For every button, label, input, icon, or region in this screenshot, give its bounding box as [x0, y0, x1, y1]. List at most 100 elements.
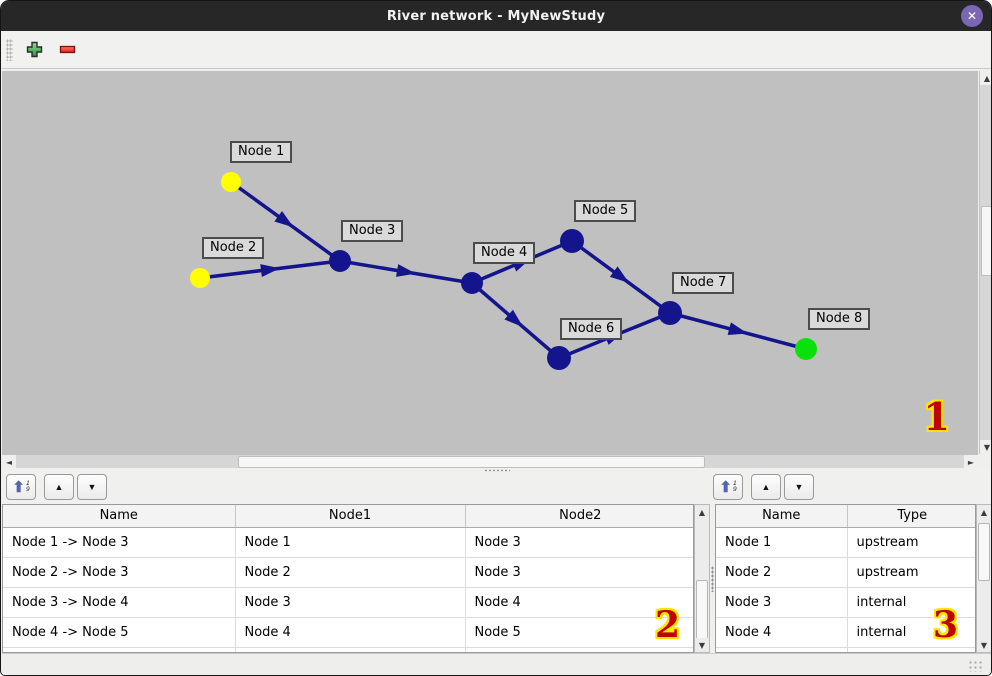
graph-node[interactable]: [221, 172, 241, 192]
node-label[interactable]: Node 6: [560, 318, 623, 340]
table-row[interactable]: Node 3 internal: [716, 587, 975, 618]
links-table-scrollbar[interactable]: ▲ ▼: [694, 504, 710, 653]
canvas-vscroll-thumb[interactable]: [981, 206, 991, 276]
links-scroll-thumb[interactable]: [696, 580, 708, 646]
cell[interactable]: internal: [847, 617, 975, 648]
table-row[interactable]: Node 1 -> Node 3 Node 1 Node 3: [3, 527, 693, 558]
nodes-move-down-button[interactable]: ▼: [784, 474, 814, 500]
table-row[interactable]: Node 3 -> Node 4 Node 3 Node 4: [3, 587, 693, 618]
canvas-vscrollbar[interactable]: ▲ ▼: [979, 71, 991, 454]
table-row[interactable]: Node 2 upstream: [716, 557, 975, 588]
scroll-down-icon[interactable]: ▼: [977, 638, 991, 652]
cell[interactable]: Node 1 -> Node 3: [3, 527, 236, 558]
close-icon: ✕: [966, 9, 978, 23]
horizontal-splitter[interactable]: [2, 468, 991, 473]
edge-arrow-icon: [396, 264, 416, 277]
node-label[interactable]: Node 7: [672, 272, 735, 294]
add-button[interactable]: [21, 37, 47, 63]
scroll-right-icon[interactable]: ►: [964, 455, 978, 469]
cell[interactable]: Node 3 -> Node 4: [3, 587, 236, 618]
table-row[interactable]: Node 4 -> Node 5 Node 4 Node 5: [3, 617, 693, 648]
cell[interactable]: upstream: [847, 527, 975, 558]
edge-arrow-icon: [260, 264, 280, 278]
graph-node[interactable]: [658, 301, 682, 325]
resize-grip-icon[interactable]: [968, 660, 982, 672]
cell[interactable]: Node 2 -> Node 3: [3, 557, 236, 588]
up-triangle-icon: ▲: [761, 482, 771, 492]
graph-node[interactable]: [461, 272, 483, 294]
nodes-move-up-button[interactable]: ▲: [751, 474, 781, 500]
cell[interactable]: Node 2: [235, 557, 466, 588]
graph-node[interactable]: [795, 338, 817, 360]
canvas-hscroll-thumb[interactable]: [238, 456, 705, 468]
links-col-node2[interactable]: Node2: [465, 505, 693, 528]
table-row[interactable]: Node 2 -> Node 3 Node 2 Node 3: [3, 557, 693, 588]
node-label[interactable]: Node 8: [808, 308, 871, 330]
table-row[interactable]: [3, 647, 693, 652]
annotation-1: 1: [923, 394, 950, 439]
canvas-hscrollbar[interactable]: ◄ ►: [2, 454, 978, 469]
scroll-up-icon[interactable]: ▲: [977, 505, 991, 519]
network-canvas[interactable]: Node 1 Node 2 Node 3 Node 4 Node 5 Node 6 Node…: [2, 71, 978, 454]
table-row[interactable]: Node 1 upstream: [716, 527, 975, 558]
edge-arrow-icon: [609, 266, 630, 283]
scroll-up-icon[interactable]: ▲: [695, 505, 709, 519]
links-col-node1[interactable]: Node1: [235, 505, 466, 528]
window-title: River network - MyNewStudy: [386, 8, 606, 24]
scroll-down-icon[interactable]: ▼: [980, 440, 991, 454]
toolbar-drag-handle[interactable]: [6, 38, 13, 61]
node-label[interactable]: Node 4: [473, 242, 536, 264]
remove-button[interactable]: [54, 37, 80, 63]
scroll-up-icon[interactable]: ▲: [980, 71, 991, 85]
minus-icon: [59, 45, 75, 54]
cell[interactable]: Node 2: [716, 557, 848, 588]
table-row[interactable]: Node 4 internal: [716, 617, 975, 648]
cell[interactable]: Node 3: [716, 587, 848, 618]
main-toolbar: [2, 31, 991, 69]
cell[interactable]: internal: [847, 587, 975, 618]
graph-node[interactable]: [190, 268, 210, 288]
node-label[interactable]: Node 5: [574, 200, 637, 222]
cell[interactable]: Node 4 -> Node 5: [3, 617, 236, 648]
edge-arrow-icon: [274, 210, 294, 228]
cell[interactable]: Node 5: [465, 617, 693, 648]
graph-node[interactable]: [560, 229, 584, 253]
table-row[interactable]: [716, 647, 975, 652]
canvas-area: Node 1 Node 2 Node 3 Node 4 Node 5 Node 6 Node…: [2, 70, 991, 469]
titlebar[interactable]: River network - MyNewStudy ✕: [1, 1, 991, 31]
vertical-splitter[interactable]: [710, 504, 715, 653]
links-move-down-button[interactable]: ▼: [77, 474, 107, 500]
scroll-down-icon[interactable]: ▼: [695, 638, 709, 652]
nodes-col-type[interactable]: Type: [847, 505, 975, 528]
cell[interactable]: Node 4: [716, 617, 848, 648]
up-triangle-icon: ▲: [54, 482, 64, 492]
nodes-table-scrollbar[interactable]: ▲ ▼: [976, 504, 991, 653]
splitter-dots-icon: [484, 469, 510, 472]
cell[interactable]: Node 4: [465, 587, 693, 618]
scroll-left-icon[interactable]: ◄: [2, 455, 16, 469]
cell[interactable]: Node 1: [716, 527, 848, 558]
node-label[interactable]: Node 1: [230, 141, 293, 163]
cell[interactable]: Node 3: [465, 527, 693, 558]
close-button[interactable]: ✕: [961, 5, 983, 27]
status-bar: [2, 653, 991, 675]
graph-node[interactable]: [547, 346, 571, 370]
nodes-col-name[interactable]: Name: [716, 505, 848, 528]
cell[interactable]: upstream: [847, 557, 975, 588]
graph-node[interactable]: [329, 250, 351, 272]
node-label[interactable]: Node 2: [202, 237, 265, 259]
plus-icon: [26, 41, 42, 58]
node-label[interactable]: Node 3: [341, 220, 404, 242]
down-triangle-icon: ▼: [794, 482, 804, 492]
cell[interactable]: Node 4: [235, 617, 466, 648]
cell[interactable]: Node 3: [235, 587, 466, 618]
links-col-name[interactable]: Name: [3, 505, 236, 528]
links-move-up-button[interactable]: ▲: [44, 474, 74, 500]
nodes-scroll-thumb[interactable]: [978, 523, 990, 581]
cell[interactable]: Node 1: [235, 527, 466, 558]
cell[interactable]: Node 3: [465, 557, 693, 588]
